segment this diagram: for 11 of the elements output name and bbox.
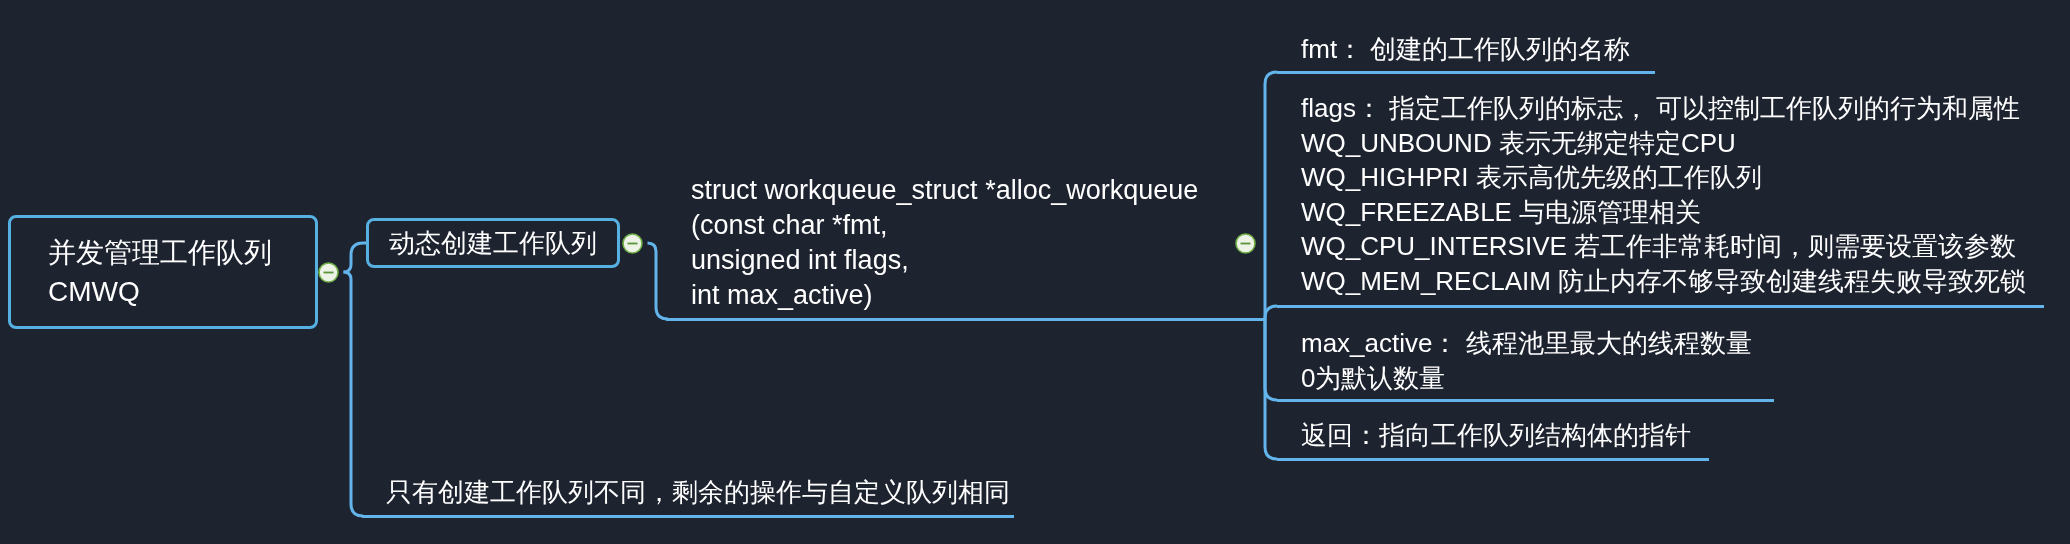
connector-line: [1263, 304, 1279, 321]
connector-line: [342, 241, 366, 274]
underlined-topic: 返回：指向工作队列结构体的指针: [1277, 418, 1709, 461]
connector-line: [342, 270, 365, 518]
topic-box: 动态创建工作队列: [366, 218, 620, 268]
underlined-topic: 只有创建工作队列不同，剩余的操作与自定义队列相同: [362, 475, 1014, 518]
underlined-topic: fmt： 创建的工作队列的名称: [1277, 32, 1655, 74]
underlined-topic: max_active： 线程池里最大的线程数量 0为默认数量: [1277, 326, 1774, 402]
topic-box: 并发管理工作队列 CMWQ: [8, 215, 318, 329]
connector-line: [646, 241, 670, 321]
underlined-topic: flags： 指定工作队列的标志， 可以控制工作队列的行为和属性 WQ_UNBOUND 表示无绑定特定CPU WQ_HIGHPRI 表示高优先级的工作队列 WQ_FREEZABLE 与电源管理相关 WQ_CPU_INTERSIVE 若工作非常耗时间，则需要设置该参数 WQ_MEM_RECLAIM 防止内存不够导致创建线程失败导致死锁: [1277, 91, 2044, 308]
